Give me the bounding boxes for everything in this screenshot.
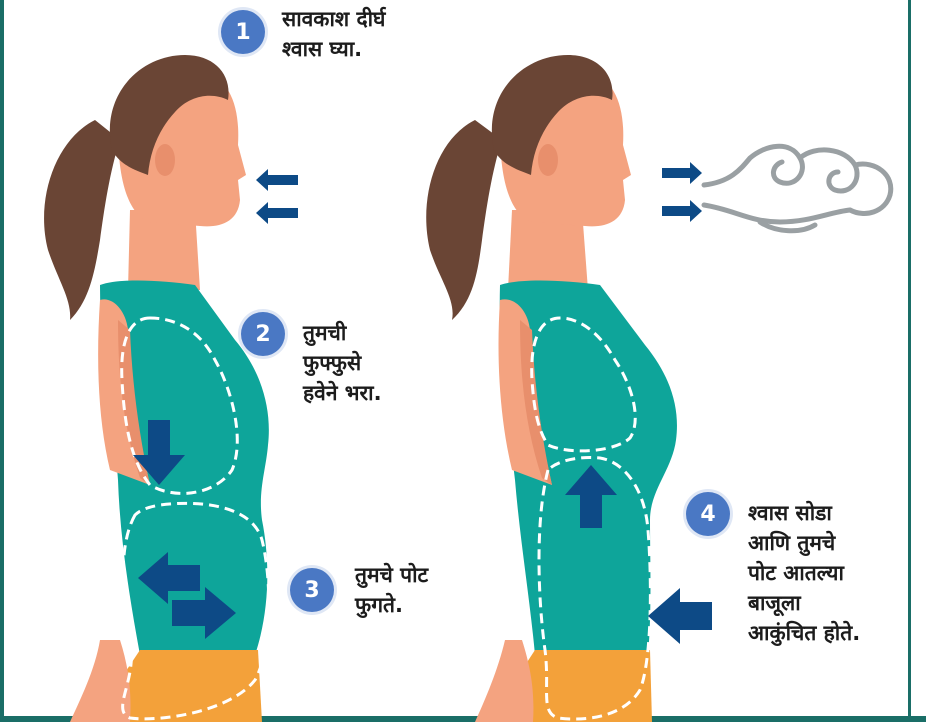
- hair-ponytail-right: [426, 120, 502, 320]
- step-3-text: तुमचे पोट फुगते.: [355, 560, 428, 620]
- left-arrow-icon: [648, 588, 712, 644]
- inhale-arrow-icon: [256, 169, 298, 224]
- ear-left: [155, 144, 175, 176]
- hand-right: [475, 640, 533, 722]
- step-4-text: श्वास सोडा आणि तुमचे पोट आतल्या बाजूला आ…: [748, 498, 860, 648]
- exhale-arrow-icon: [662, 162, 702, 222]
- step-1-badge: 1: [221, 10, 265, 54]
- step-2-badge: 2: [241, 312, 285, 356]
- step-1-text: सावकाश दीर्घ श्वास घ्या.: [282, 4, 385, 64]
- step-3-badge: 3: [290, 568, 334, 612]
- breath-cloud-icon: [704, 146, 891, 230]
- step-4-badge: 4: [686, 492, 730, 536]
- step-2-text: तुमची फुफ्फुसे हवेने भरा.: [303, 318, 382, 408]
- figure-inhale: [44, 55, 298, 722]
- ear-right: [538, 144, 558, 176]
